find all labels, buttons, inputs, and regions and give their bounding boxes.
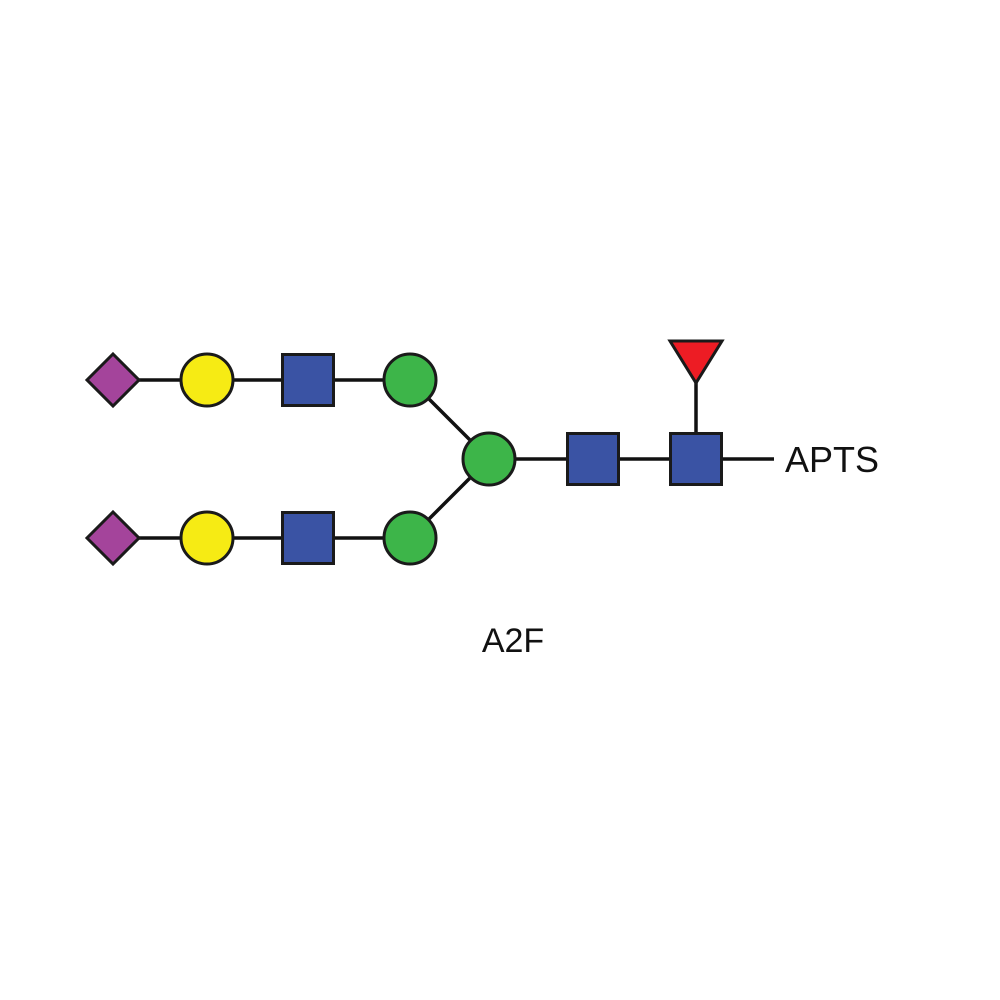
glcnac-square-lower (281, 511, 335, 565)
structure-name-label: A2F (482, 622, 544, 660)
glcnac-square-upper (281, 353, 335, 407)
glcnac-square-reducing (669, 432, 723, 486)
mannose-circle-lower (382, 510, 438, 566)
sialic-acid-diamond-lower (84, 509, 142, 567)
mannose-circle-upper (382, 352, 438, 408)
mannose-circle-core (461, 431, 517, 487)
fucose-triangle (667, 339, 725, 386)
sialic-acid-diamond-upper (84, 351, 142, 409)
reducing-end-label: APTS (785, 439, 879, 480)
galactose-circle-upper (179, 352, 235, 408)
galactose-circle-lower (179, 510, 235, 566)
glcnac-square-core (566, 432, 620, 486)
